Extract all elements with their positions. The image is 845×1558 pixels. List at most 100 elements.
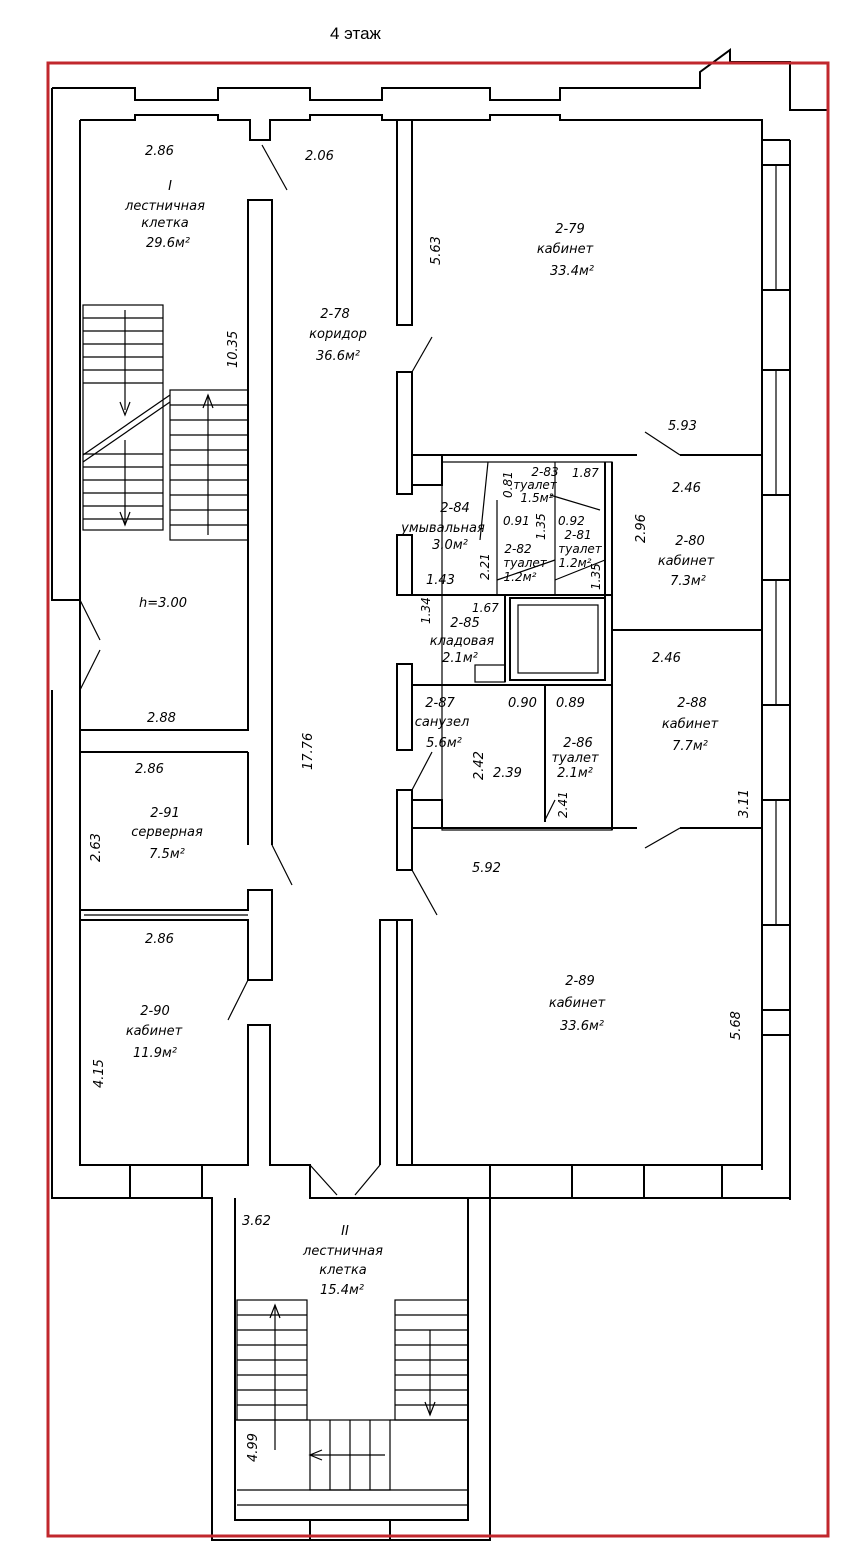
svg-text:7.3м²: 7.3м² [670, 574, 706, 589]
dim-label: 2.39 [493, 766, 522, 781]
room-label-2-80: 2-80 кабинет 7.3м² [658, 534, 715, 589]
svg-text:2-91: 2-91 [150, 806, 180, 821]
staircase-2 [235, 1164, 469, 1506]
room-label-I: I лестничная клетка 29.6м² [124, 179, 205, 251]
svg-text:36.6м²: 36.6м² [316, 349, 360, 364]
svg-text:I: I [168, 179, 172, 194]
dim-label: 1.35 [534, 513, 548, 540]
room-label-2-89: 2-89 кабинет 33.6м² [549, 974, 606, 1034]
dim-label: 2.21 [478, 553, 492, 580]
room-label-2-90: 2-90 кабинет 11.9м² [126, 1004, 183, 1061]
dim-label: 1.87 [572, 466, 599, 480]
svg-text:серверная: серверная [131, 825, 203, 840]
window [761, 1009, 791, 1036]
room-label-2-83: 2-83 туалет 1.5м² [513, 465, 558, 505]
svg-text:2-88: 2-88 [677, 696, 707, 711]
dim-label: 1.43 [426, 573, 455, 588]
svg-text:1.2м²: 1.2м² [504, 570, 537, 584]
svg-text:2-78: 2-78 [320, 307, 350, 322]
svg-text:2-81: 2-81 [564, 528, 591, 542]
svg-text:29.6м²: 29.6м² [146, 236, 190, 251]
svg-text:2-86: 2-86 [563, 736, 593, 751]
dim-label: 1.34 [419, 597, 433, 624]
dim-label: 5.63 [429, 236, 444, 265]
room-label-2-78: 2-78 коридор 36.6м² [309, 307, 367, 364]
svg-text:2-82: 2-82 [504, 542, 531, 556]
svg-text:коридор: коридор [309, 327, 367, 342]
svg-text:туалет: туалет [551, 751, 599, 766]
dim-label: 0.90 [508, 696, 537, 711]
dim-label: 2.86 [135, 762, 164, 777]
svg-text:II: II [341, 1224, 349, 1239]
room-label-2-82: 2-82 туалет 1.2м² [503, 542, 547, 584]
svg-text:1.2м²: 1.2м² [559, 556, 592, 570]
svg-text:туалет: туалет [513, 478, 557, 492]
svg-text:туалет: туалет [503, 556, 547, 570]
svg-text:кабинет: кабинет [537, 242, 594, 257]
room-label-2-88: 2-88 кабинет 7.7м² [662, 696, 719, 754]
staircase-1 [82, 304, 249, 541]
svg-text:7.5м²: 7.5м² [149, 847, 185, 862]
dim-label: 2.42 [472, 751, 487, 780]
svg-text:33.4м²: 33.4м² [550, 264, 594, 279]
dim-label: 5.92 [472, 861, 501, 876]
svg-text:2-80: 2-80 [675, 534, 705, 549]
svg-text:клетка: клетка [141, 216, 189, 231]
svg-text:кабинет: кабинет [658, 554, 715, 569]
dim-label: 0.91 [503, 514, 530, 528]
dim-label: 0.92 [558, 514, 585, 528]
room-label-2-81: 2-81 туалет 1.2м² [558, 528, 602, 570]
svg-text:3.0м²: 3.0м² [432, 538, 468, 553]
svg-text:2-79: 2-79 [555, 222, 585, 237]
room-label-2-87: 2-87 санузел 5.6м² [415, 696, 470, 751]
svg-text:2-89: 2-89 [565, 974, 595, 989]
right-rooms [396, 119, 762, 1166]
svg-text:кладовая: кладовая [430, 634, 495, 649]
svg-text:умывальная: умывальная [400, 521, 485, 536]
room-label-2-79: 2-79 кабинет 33.4м² [537, 222, 594, 279]
room-label-2-85: 2-85 кладовая 2.1м² [430, 616, 495, 666]
dim-label: 3.11 [737, 789, 752, 818]
dim-label: 3.62 [242, 1214, 271, 1229]
room-label-2-86: 2-86 туалет 2.1м² [551, 736, 599, 781]
ceiling-height-note: h=3.00 [139, 596, 187, 611]
svg-text:кабинет: кабинет [549, 996, 606, 1011]
svg-text:2.1м²: 2.1м² [557, 766, 593, 781]
svg-text:санузел: санузел [415, 715, 470, 730]
dim-label: 4.15 [92, 1059, 107, 1088]
dim-label: 2.41 [556, 791, 570, 818]
svg-text:клетка: клетка [319, 1263, 367, 1278]
dim-label: 0.81 [501, 471, 515, 498]
svg-text:2-84: 2-84 [440, 501, 470, 516]
svg-text:туалет: туалет [558, 542, 602, 556]
outer-walls [51, 48, 828, 1541]
room-label-2-91: 2-91 серверная 7.5м² [131, 806, 203, 862]
svg-text:2-87: 2-87 [425, 696, 455, 711]
dim-label: 2.06 [305, 149, 334, 164]
svg-text:1.5м²: 1.5м² [521, 491, 554, 505]
svg-text:2-83: 2-83 [531, 465, 558, 479]
dim-label: 5.93 [668, 419, 697, 434]
svg-text:11.9м²: 11.9м² [133, 1046, 177, 1061]
svg-text:2-90: 2-90 [140, 1004, 170, 1019]
svg-text:33.6м²: 33.6м² [560, 1019, 604, 1034]
svg-text:лестничная: лестничная [124, 199, 205, 214]
dimension-labels: 2.86 2.06 5.63 10.35 5.93 2.46 2.96 0.81… [89, 144, 752, 1462]
dim-label: 2.96 [634, 514, 649, 543]
dim-label: 2.86 [145, 144, 174, 159]
room-label-II: II лестничная клетка 15.4м² [302, 1224, 383, 1298]
svg-text:2-85: 2-85 [450, 616, 480, 631]
dim-label: 0.89 [556, 696, 585, 711]
svg-text:кабинет: кабинет [662, 717, 719, 732]
svg-text:лестничная: лестничная [302, 1244, 383, 1259]
dim-label: 1.67 [472, 601, 499, 615]
svg-text:7.7м²: 7.7м² [672, 739, 708, 754]
dim-label: 4.99 [246, 1433, 261, 1462]
dim-label: 17.76 [301, 733, 316, 770]
dim-label: 2.46 [652, 651, 681, 666]
dim-label: 2.63 [89, 833, 104, 862]
dim-label: 2.88 [147, 711, 176, 726]
floor-title: 4 этаж [330, 24, 381, 43]
svg-text:5.6м²: 5.6м² [426, 736, 462, 751]
